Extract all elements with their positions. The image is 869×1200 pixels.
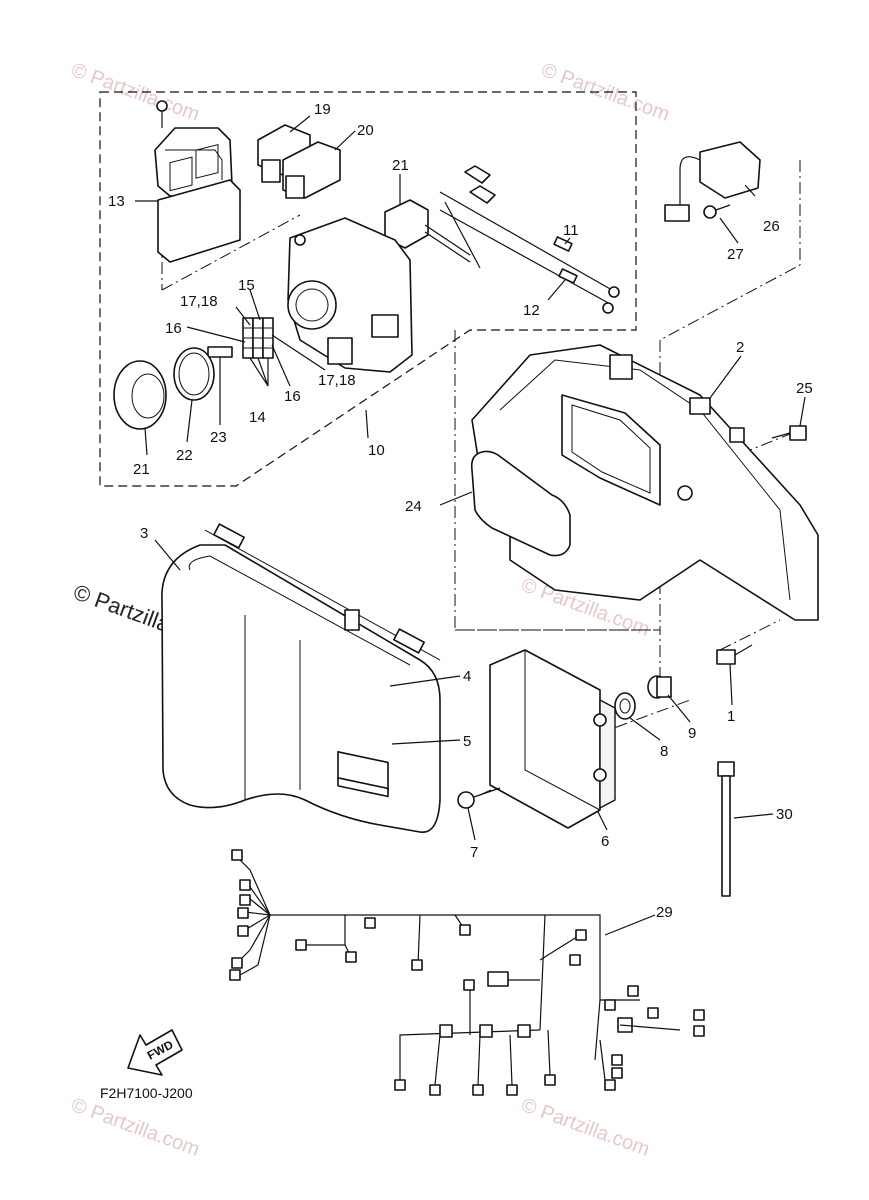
part-6-control-unit bbox=[489, 649, 616, 829]
callout-16-right: 16 bbox=[284, 388, 301, 405]
fwd-arrow-icon: FWD bbox=[127, 1029, 183, 1076]
callout-10: 10 bbox=[368, 442, 385, 459]
callout-23: 22 bbox=[176, 447, 193, 464]
callout-28: 27 bbox=[727, 246, 744, 263]
callout-17-18-top: 17,18 bbox=[180, 293, 218, 310]
callout-22: 21 bbox=[133, 461, 150, 478]
callout-13: 13 bbox=[108, 193, 125, 210]
callout-6: 6 bbox=[601, 833, 609, 850]
throttle-body bbox=[287, 217, 413, 373]
callout-4: 4 bbox=[463, 668, 471, 685]
part-30-cable-tie bbox=[717, 761, 735, 897]
part-20-relay bbox=[282, 141, 341, 199]
part-28-bolt bbox=[703, 204, 731, 219]
diagram-code: F2H7100-J200 bbox=[100, 1085, 193, 1101]
part-3-cover bbox=[161, 523, 441, 833]
callout-3: 3 bbox=[140, 525, 148, 542]
part-27-sensor bbox=[664, 141, 761, 222]
part-23-o-ring bbox=[173, 347, 215, 401]
part-11-12-cables bbox=[439, 165, 620, 314]
callout-5: 5 bbox=[463, 733, 471, 750]
callout-19: 19 bbox=[314, 101, 331, 118]
callout-30: 30 bbox=[776, 806, 793, 823]
callout-27: 26 bbox=[763, 218, 780, 235]
screw-top bbox=[156, 100, 168, 128]
callout-14: 14 bbox=[249, 409, 266, 426]
callout-12: 12 bbox=[523, 302, 540, 319]
callout-labels: 13 19 20 21 11 12 15 17,18 16 17,18 16 1… bbox=[108, 101, 813, 921]
part-1-bolt bbox=[716, 644, 753, 665]
part-22-cap bbox=[113, 360, 167, 430]
part-26-bolt bbox=[771, 425, 807, 441]
callout-8: 8 bbox=[660, 743, 668, 760]
callout-11: 11 bbox=[563, 222, 579, 239]
part-8-grommet bbox=[614, 692, 636, 720]
part-23-o-ring-inner bbox=[178, 352, 210, 396]
part-14-15-terminals bbox=[242, 317, 274, 359]
callout-7: 7 bbox=[470, 844, 478, 861]
callout-25: 24 bbox=[405, 498, 422, 515]
callout-9: 9 bbox=[688, 725, 696, 742]
watermark-bottom-right: © Partzilla.com bbox=[518, 1094, 652, 1161]
callout-15: 15 bbox=[238, 277, 255, 294]
callout-21: 21 bbox=[392, 157, 409, 174]
callout-17-18-bottom: 17,18 bbox=[318, 372, 356, 389]
callout-24: 23 bbox=[210, 429, 227, 446]
callout-26: 25 bbox=[796, 380, 813, 397]
callout-16-left: 16 bbox=[165, 320, 182, 337]
watermark-bottom-left: © Partzilla.com bbox=[68, 1094, 202, 1161]
callout-2: 2 bbox=[736, 339, 744, 356]
group-10-outline bbox=[99, 91, 637, 487]
part-29-wire-harness bbox=[229, 849, 705, 1096]
part-25-gasket bbox=[470, 450, 571, 557]
part-9-collar bbox=[647, 675, 672, 699]
leader-lines bbox=[135, 115, 806, 936]
callout-20: 20 bbox=[357, 122, 374, 139]
callout-29: 29 bbox=[656, 904, 673, 921]
callout-1: 1 bbox=[727, 708, 735, 725]
part-7-bolt bbox=[457, 787, 501, 809]
part-24-plug bbox=[207, 346, 233, 358]
part-13-relay-cover bbox=[154, 127, 241, 263]
